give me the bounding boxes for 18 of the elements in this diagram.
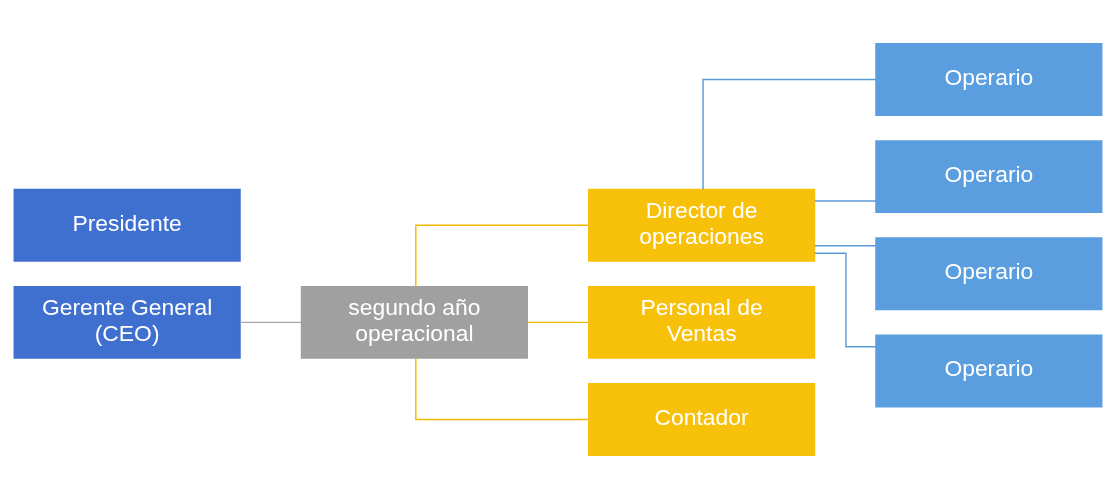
connector (526, 321, 590, 324)
node-box: segundo año operacional (300, 285, 528, 359)
node-box: Gerente General (CEO) (13, 285, 241, 359)
node-box: Operario (875, 237, 1103, 311)
node-box: Operario (875, 140, 1103, 214)
node-box: Presidente (13, 188, 241, 262)
node-box: Operario (875, 334, 1103, 408)
node-box: Contador (588, 383, 816, 456)
connector (239, 321, 303, 324)
connector (702, 78, 877, 190)
node-box: Operario (875, 43, 1103, 116)
connector (415, 357, 590, 421)
connector (415, 224, 590, 287)
connector (813, 252, 877, 348)
connector (814, 200, 877, 202)
node-box: Personal de Ventas (588, 285, 816, 359)
node-box: Director de operaciones (588, 188, 816, 262)
connector (814, 244, 877, 247)
